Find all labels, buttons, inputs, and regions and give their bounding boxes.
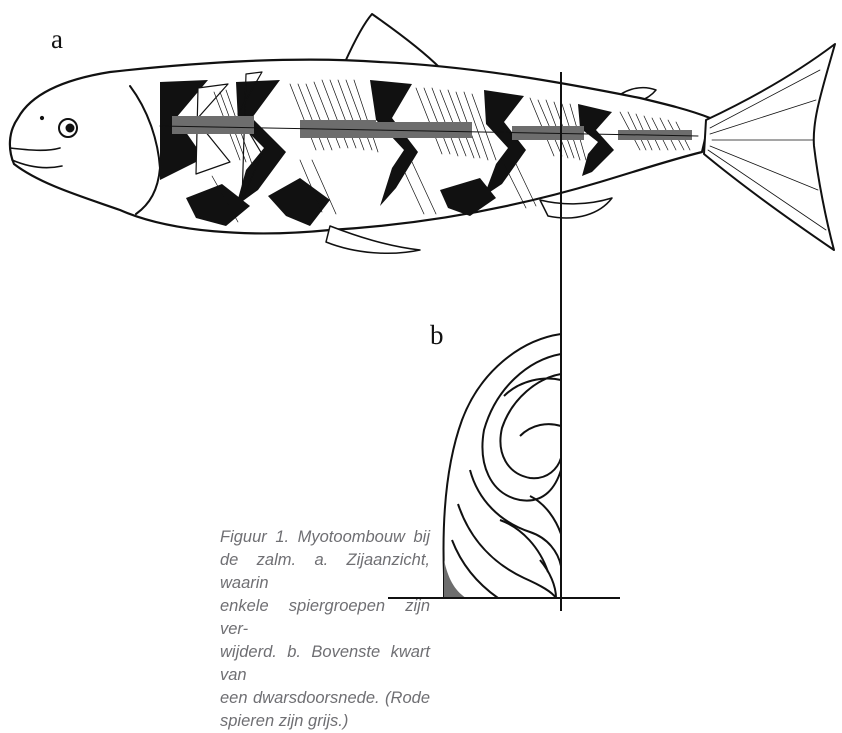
red-muscle-wedge [444, 560, 466, 598]
nostril [40, 116, 43, 119]
panel-b-label: b [430, 320, 444, 351]
caption-line: wijderd. b. Bovenste kwart van [220, 641, 430, 687]
anal-fin [540, 198, 612, 218]
caption-line: een dwarsdoorsnede. (Rode [220, 687, 430, 710]
caption-line: de zalm. a. Zijaanzicht, waarin [220, 549, 430, 595]
pelvic-fin [326, 226, 420, 253]
panel-a-label: a [51, 24, 63, 55]
eye-pupil [66, 124, 74, 132]
salmon-side-view [10, 14, 835, 253]
figure-caption: Figuur 1. Myotoombouw bij de zalm. a. Zi… [220, 526, 430, 733]
cross-section-quarter [444, 334, 561, 598]
salmon-myotome-figure [0, 0, 842, 611]
caption-line: enkele spiergroepen zijn ver- [220, 595, 430, 641]
caption-line: spieren zijn grijs.) [220, 710, 430, 733]
caudal-fin [704, 44, 835, 250]
caption-line: Figuur 1. Myotoombouw bij [220, 526, 430, 549]
